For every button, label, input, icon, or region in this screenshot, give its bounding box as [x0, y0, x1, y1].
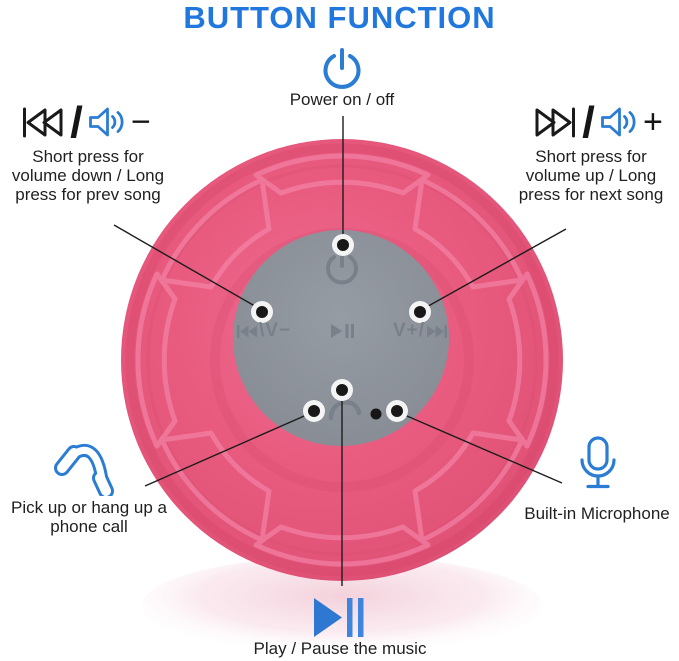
volume-icon	[89, 107, 124, 137]
panel-label-left-text: \V−	[259, 320, 292, 341]
dot-play-button[interactable]	[331, 379, 353, 401]
microphone-icon	[580, 436, 616, 489]
play-pause-icon	[314, 598, 364, 637]
phone-label: Pick up or hang up a phone call	[11, 498, 167, 536]
skip-forward-icon	[535, 107, 576, 137]
volume-icon	[601, 107, 636, 137]
power-icon	[323, 48, 361, 89]
line-microphone	[399, 412, 563, 484]
panel-button-labels: \V− V+/	[237, 317, 447, 345]
panel-label-right-text: V+/	[392, 320, 425, 341]
line-volume-up	[422, 228, 567, 310]
volume-up-icon-group: / +	[524, 98, 672, 146]
minus-sign: −	[130, 103, 151, 141]
play-pause-glyph-icon	[330, 324, 354, 338]
callout-lines	[113, 116, 567, 586]
page-title: BUTTON FUNCTION	[183, 0, 496, 35]
skip-back-glyph-icon	[237, 324, 257, 338]
control-panel	[233, 230, 449, 446]
play-label: Play / Pause the music	[253, 639, 427, 658]
panel-phone-glyph-icon[interactable]	[328, 400, 362, 421]
skip-forward-glyph-icon	[427, 324, 447, 338]
volume-down-icon-group: / −	[12, 98, 160, 146]
panel-label-prev-volume-down: \V−	[237, 320, 291, 342]
skip-back-icon	[23, 107, 63, 137]
dot-volume-down-button[interactable]	[251, 301, 273, 323]
speaker-reflection	[142, 556, 542, 656]
volume-down-label: Short press for volume down / Long press…	[11, 147, 165, 204]
microphone-label: Built-in Microphone	[524, 504, 670, 523]
power-label: Power on / off	[289, 90, 395, 109]
dot-power-button[interactable]	[332, 234, 354, 256]
dot-phone-button[interactable]	[303, 400, 325, 422]
slash-divider: /	[582, 97, 595, 147]
dot-volume-up-button[interactable]	[409, 301, 431, 323]
line-phone	[144, 412, 312, 487]
mic-hole	[370, 408, 382, 420]
phone-icon	[54, 443, 114, 496]
panel-label-volume-up-next: V+/	[393, 320, 447, 342]
line-volume-down	[113, 224, 261, 310]
plus-sign: +	[642, 103, 663, 141]
panel-label-play-pause	[330, 324, 354, 338]
volume-up-label: Short press for volume up / Long press f…	[518, 147, 664, 204]
slash-divider: /	[70, 97, 83, 147]
dot-microphone[interactable]	[386, 400, 408, 422]
callout-dots	[251, 234, 431, 422]
